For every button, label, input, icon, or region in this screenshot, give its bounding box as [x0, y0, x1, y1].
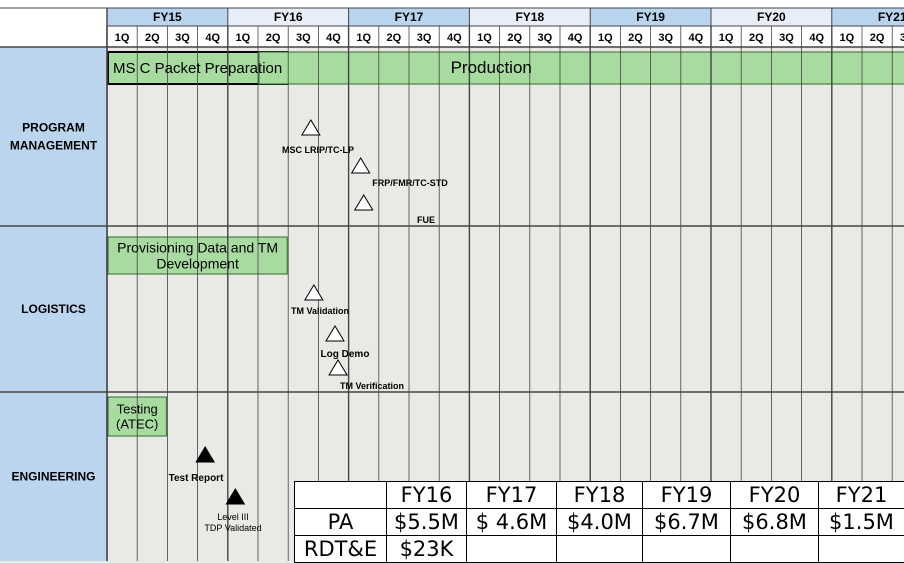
- funding-cell: $6.7M: [643, 509, 731, 536]
- funding-cell: [819, 536, 904, 563]
- task-bar-label-line: MS C Packet Preparation: [113, 60, 282, 77]
- top-strip: [0, 0, 904, 8]
- quarter-label: 4Q: [689, 32, 704, 44]
- quarter-label: 1Q: [236, 32, 251, 44]
- funding-cell: FY17: [467, 482, 557, 509]
- funding-cell: FY21: [819, 482, 904, 509]
- quarter-label: 3Q: [779, 32, 794, 44]
- fy-label-fy15: FY15: [153, 10, 182, 24]
- row-label-line: PROGRAM: [22, 121, 85, 135]
- task-bar-label: Production: [451, 58, 532, 77]
- quarter-label: 4Q: [447, 32, 462, 44]
- funding-cell: $6.8M: [731, 509, 819, 536]
- quarter-label: 1Q: [477, 32, 492, 44]
- row-label-engineering: ENGINEERING: [11, 470, 95, 484]
- quarter-label: 2Q: [628, 32, 643, 44]
- task-bar-label: Testing(ATEC): [116, 402, 158, 432]
- funding-cell: RDT&E: [295, 536, 387, 563]
- milestone-label-log-demo: Log Demo: [321, 349, 370, 360]
- quarter-label: 3Q: [900, 32, 904, 44]
- fy-label-fy17: FY17: [395, 10, 424, 24]
- row-label-line: LOGISTICS: [21, 302, 86, 316]
- quarter-label: 3Q: [175, 32, 190, 44]
- funding-cell: $ 4.6M: [467, 509, 557, 536]
- quarter-label: 2Q: [145, 32, 160, 44]
- milestone-label-line: Level III: [217, 512, 249, 522]
- quarter-label: 2Q: [749, 32, 764, 44]
- fy-label-fy21: FY21: [878, 10, 904, 24]
- funding-cell: $4.0M: [557, 509, 643, 536]
- fy-label-fy19: FY19: [636, 10, 665, 24]
- fy-label-fy16: FY16: [274, 10, 303, 24]
- task-bar-label-line: Development: [156, 256, 239, 272]
- quarter-label: 3Q: [658, 32, 673, 44]
- funding-cell: FY19: [643, 482, 731, 509]
- corner-cell: [0, 8, 107, 47]
- funding-cell: $5.5M: [387, 509, 467, 536]
- funding-cell: $1.5M: [819, 509, 904, 536]
- quarter-label: 2Q: [266, 32, 281, 44]
- quarter-label: 1Q: [598, 32, 613, 44]
- funding-cell: [731, 536, 819, 563]
- funding-cell: FY16: [387, 482, 467, 509]
- funding-cell: [643, 536, 731, 563]
- quarter-label: 1Q: [356, 32, 371, 44]
- milestone-label-msc-lrip-tc-lp: MSC LRIP/TC-LP: [282, 145, 354, 155]
- task-bar-label: MS C Packet Preparation: [113, 60, 282, 77]
- funding-cell: $23K: [387, 536, 467, 563]
- funding-cell: PA: [295, 509, 387, 536]
- row-label-line: ENGINEERING: [11, 470, 95, 484]
- milestone-label-tm-verification: TM Verification: [340, 381, 404, 391]
- fy-label-fy18: FY18: [515, 10, 544, 24]
- funding-cell: [557, 536, 643, 563]
- quarter-label: 1Q: [115, 32, 130, 44]
- quarter-label: 3Q: [538, 32, 553, 44]
- funding-cell: [467, 536, 557, 563]
- task-bar-label-line: (ATEC): [116, 417, 158, 432]
- quarter-label: 4Q: [809, 32, 824, 44]
- funding-cell: FY20: [731, 482, 819, 509]
- task-bar-label-line: Provisioning Data and TM: [117, 240, 278, 256]
- funding-cell: FY18: [557, 482, 643, 509]
- milestone-label-fue: FUE: [417, 215, 435, 225]
- quarter-label: 2Q: [387, 32, 402, 44]
- milestone-label-test-report: Test Report: [169, 473, 224, 484]
- quarter-label: 2Q: [870, 32, 885, 44]
- milestone-label-line: TDP Validated: [204, 523, 261, 533]
- quarter-label: 4Q: [568, 32, 583, 44]
- milestone-label-frp-fmr-tc-std: FRP/FMR/TC-STD: [372, 178, 448, 188]
- funding-cell: [295, 482, 387, 509]
- milestone-label-tm-validation: TM Validation: [291, 306, 349, 316]
- row-label-logistics: LOGISTICS: [21, 302, 86, 316]
- funding-row-rdt-e: RDT&E$23K: [295, 536, 904, 563]
- quarter-label: 3Q: [296, 32, 311, 44]
- task-bar-production: [259, 52, 904, 84]
- fy-label-fy20: FY20: [757, 10, 786, 24]
- quarter-label: 4Q: [326, 32, 341, 44]
- quarter-label: 2Q: [507, 32, 522, 44]
- quarter-label: 3Q: [417, 32, 432, 44]
- quarter-label: 4Q: [205, 32, 220, 44]
- row-label-cell: [0, 47, 107, 226]
- quarter-label: 1Q: [719, 32, 734, 44]
- funding-row-pa: PA$5.5M$ 4.6M$4.0M$6.7M$6.8M$1.5M: [295, 509, 904, 536]
- row-label-line: MANAGEMENT: [10, 139, 98, 153]
- task-bar-label-line: Production: [451, 58, 532, 77]
- quarter-label: 1Q: [840, 32, 855, 44]
- task-bar-label-line: Testing: [117, 402, 158, 417]
